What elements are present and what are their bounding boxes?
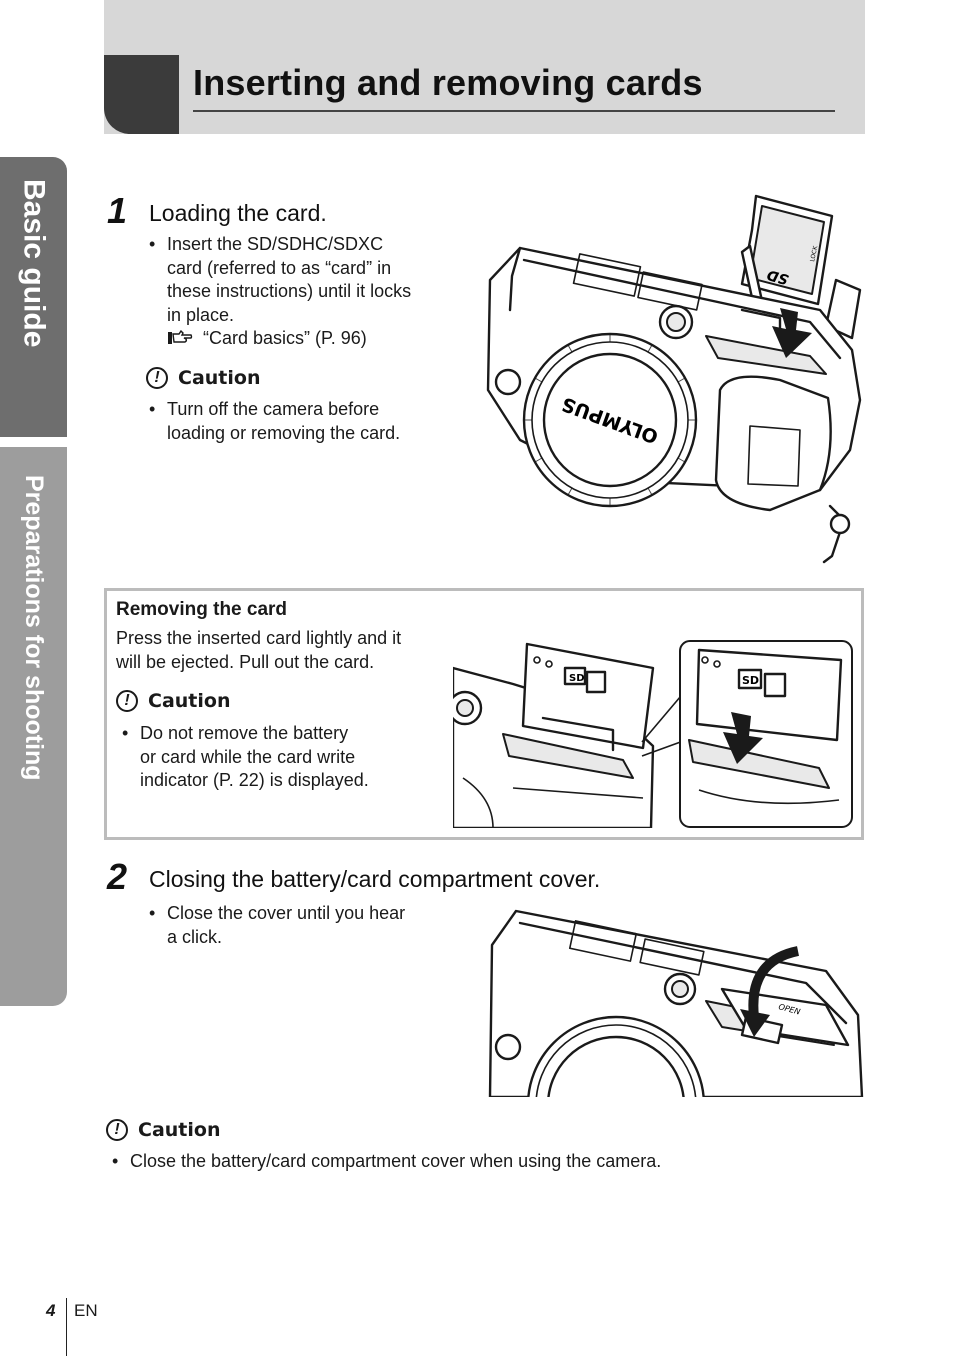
step-2-line: Close the cover until you hear <box>167 903 406 923</box>
camera-card-insert-illustration: SD LOCK OLYMPUS <box>486 194 862 564</box>
removing-card-line: Press the inserted card lightly and it <box>116 628 402 648</box>
removing-card-text: Press the inserted card lightly and it w… <box>116 627 446 674</box>
sd-card-icon: SD LOCK <box>740 194 834 306</box>
step-1-heading: Loading the card. <box>149 200 327 226</box>
card-eject-illustration: SD <box>453 642 655 828</box>
caution-line: loading or removing the card. <box>167 422 401 443</box>
page-title: Inserting and removing cards <box>193 62 703 103</box>
side-tab-prep-label: Preparations for shooting <box>20 475 48 781</box>
step-1-number: 1 <box>107 190 128 231</box>
step-1-caution-text: Turn off the camera before loading or re… <box>149 398 449 445</box>
caution-line: or card while the card write <box>140 746 356 767</box>
removing-card-title: Removing the card <box>116 599 288 620</box>
title-rule <box>193 110 835 112</box>
slot-sd-label: SD <box>569 673 585 684</box>
side-tab-preparations[interactable]: Preparations for shooting <box>0 447 67 1006</box>
step-2-instructions: Close the cover until you hear a click. <box>149 902 449 949</box>
step-1-line: in place. <box>167 304 235 325</box>
bottom-caution-text: Close the battery/card compartment cover… <box>112 1150 812 1174</box>
caution-label: Caution <box>138 1119 221 1141</box>
slot-sd-label: SD <box>742 674 759 687</box>
step-2-bullet: Close the cover until you hear a click. <box>149 902 449 949</box>
step-2-heading: Closing the battery/card compartment cov… <box>149 866 601 892</box>
reference-hand-icon <box>167 329 193 345</box>
removing-caution-heading: ! Caution <box>116 690 230 712</box>
caution-icon: ! <box>106 1119 128 1141</box>
side-tab-separator <box>0 437 67 447</box>
sd-card-lock-label: LOCK <box>809 244 819 262</box>
page-number: 4 <box>46 1301 56 1320</box>
removing-card-line: will be ejected. Pull out the card. <box>116 651 375 672</box>
bottom-caution-heading: ! Caution <box>106 1119 220 1141</box>
step-1-line: card (referred to as “card” in <box>167 257 392 278</box>
step-1-instructions: Insert the SD/SDHC/SDXC card (referred t… <box>149 233 449 351</box>
caution-line: Do not remove the battery <box>140 723 349 743</box>
step-1-bullet: Insert the SD/SDHC/SDXC card (referred t… <box>149 233 449 351</box>
step-1-caution-heading: ! Caution <box>146 367 260 389</box>
caution-icon: ! <box>146 367 168 389</box>
caution-label: Caution <box>178 367 261 389</box>
step-1-line: these instructions) until it locks <box>167 281 412 301</box>
zoom-pointer-lines <box>641 689 687 757</box>
step-1-line: Insert the SD/SDHC/SDXC <box>167 234 384 254</box>
removing-caution-text: Do not remove the battery or card while … <box>122 722 432 793</box>
header-tab <box>104 55 179 134</box>
step-2-number: 2 <box>107 856 128 897</box>
caution-line: indicator (P. 22) is displayed. <box>140 770 369 790</box>
card-push-zoom-illustration: SD <box>679 640 853 828</box>
side-tab-basic-guide[interactable]: Basic guide <box>0 157 67 437</box>
card-basics-reference-text: “Card basics” (P. 96) <box>203 328 367 348</box>
step-2-line: a click. <box>167 926 223 947</box>
side-tab-basic-label: Basic guide <box>17 179 51 348</box>
camera-close-cover-illustration: OPEN <box>488 909 864 1097</box>
bottom-caution-line: Close the battery/card compartment cover… <box>112 1150 812 1174</box>
sd-card-label: SD <box>765 266 790 287</box>
caution-bullet: Do not remove the battery or card while … <box>122 722 432 793</box>
caution-label: Caution <box>148 690 231 712</box>
caution-line: Turn off the camera before <box>167 399 380 419</box>
footer-rule <box>66 1298 67 1356</box>
card-basics-reference[interactable]: “Card basics” (P. 96) <box>167 327 449 351</box>
caution-bullet: Turn off the camera before loading or re… <box>149 398 449 445</box>
page-language: EN <box>74 1301 98 1320</box>
caution-icon: ! <box>116 690 138 712</box>
